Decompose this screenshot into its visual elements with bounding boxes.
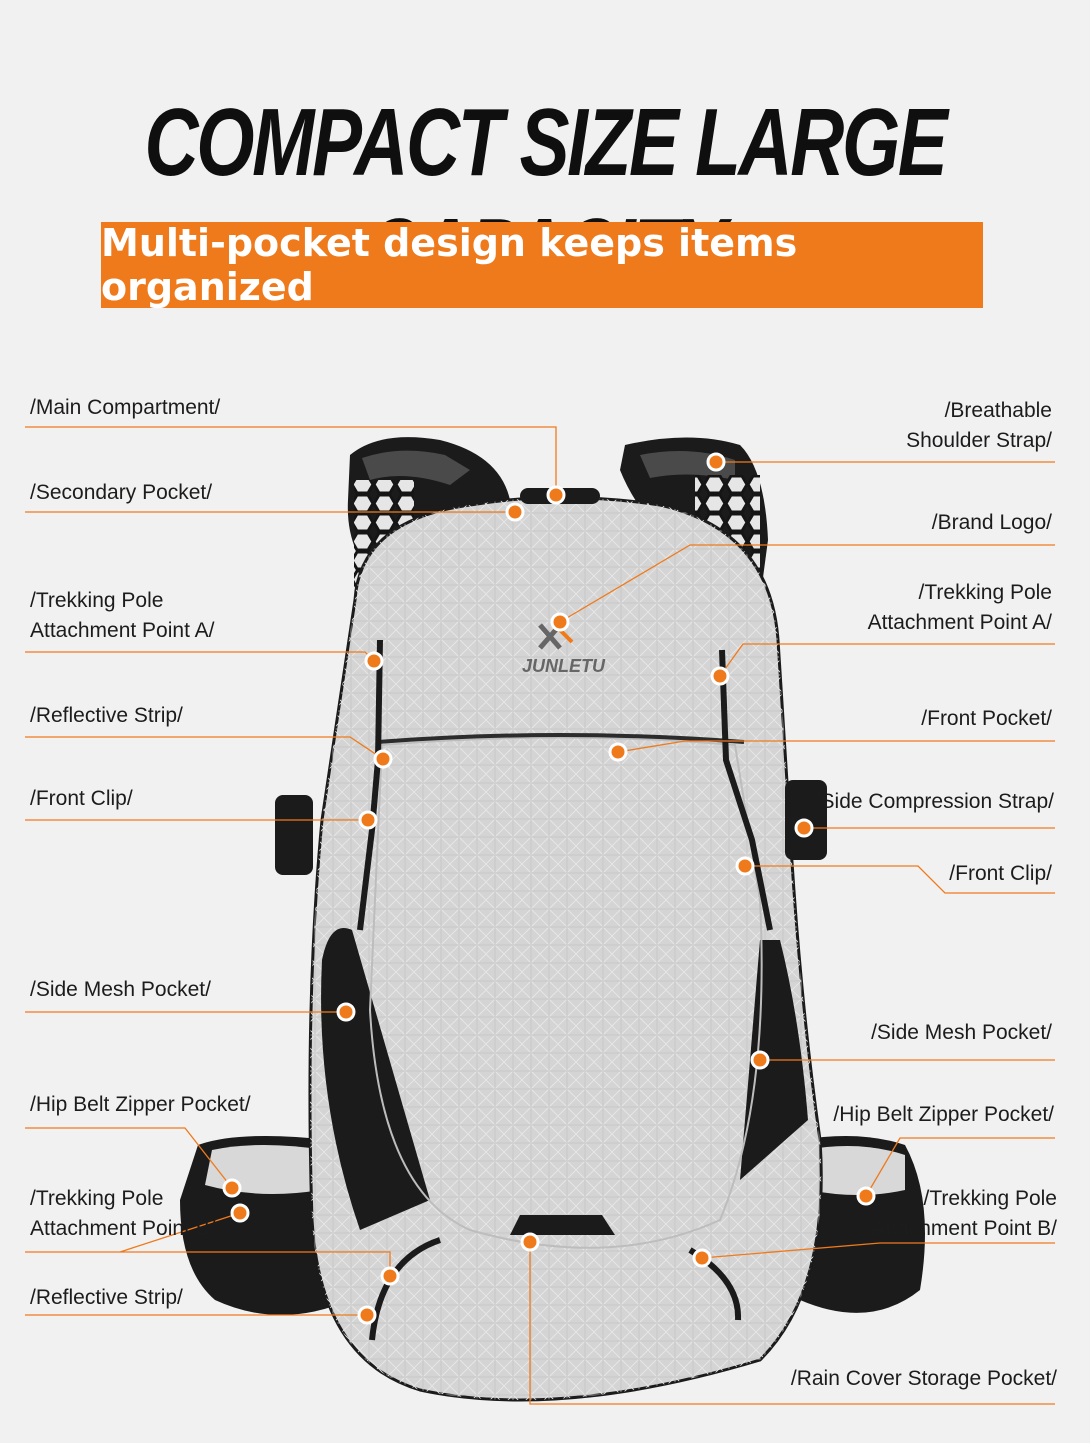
brand-logo-text: JUNLETU [522,656,606,676]
label-front-clip-right: /Front Clip/ [949,862,1052,885]
callout-lines [25,426,1055,1405]
label-secondary-pocket: /Secondary Pocket/ [30,481,213,504]
label-brand-logo: /Brand Logo/ [931,511,1052,534]
label-trekking-pole-b-right: /Trekking Pole Attachment Point B/ [871,1187,1057,1240]
label-side-mesh-pocket-left: /Side Mesh Pocket/ [30,978,211,1001]
label-breathable-shoulder-strap: /Breathable Shoulder Strap/ [906,399,1052,452]
label-side-mesh-pocket-right: /Side Mesh Pocket/ [871,1021,1052,1044]
label-reflective-strip-lower: /Reflective Strip/ [30,1286,183,1309]
label-trekking-pole-b-left: /Trekking Pole Attachment Point B/ [30,1187,216,1240]
label-reflective-strip-upper: /Reflective Strip/ [30,704,183,727]
subtitle-banner: Multi-pocket design keeps items organize… [101,221,983,309]
label-trekking-pole-a-right: /Trekking Pole Attachment Point A/ [867,581,1052,634]
label-hip-belt-pocket-left: /Hip Belt Zipper Pocket/ [30,1093,251,1116]
label-front-pocket: /Front Pocket/ [921,707,1052,730]
callout-dots [222,452,876,1325]
label-rain-cover-storage-pocket: /Rain Cover Storage Pocket/ [790,1367,1057,1390]
label-hip-belt-pocket-right: /Hip Belt Zipper Pocket/ [833,1103,1054,1126]
label-trekking-pole-a-left: /Trekking Pole Attachment Point A/ [30,589,215,642]
label-side-compression-strap: /Side Compression Strap/ [814,790,1054,813]
label-main-compartment: /Main Compartment/ [30,396,221,419]
label-front-clip-left: /Front Clip/ [30,787,133,810]
